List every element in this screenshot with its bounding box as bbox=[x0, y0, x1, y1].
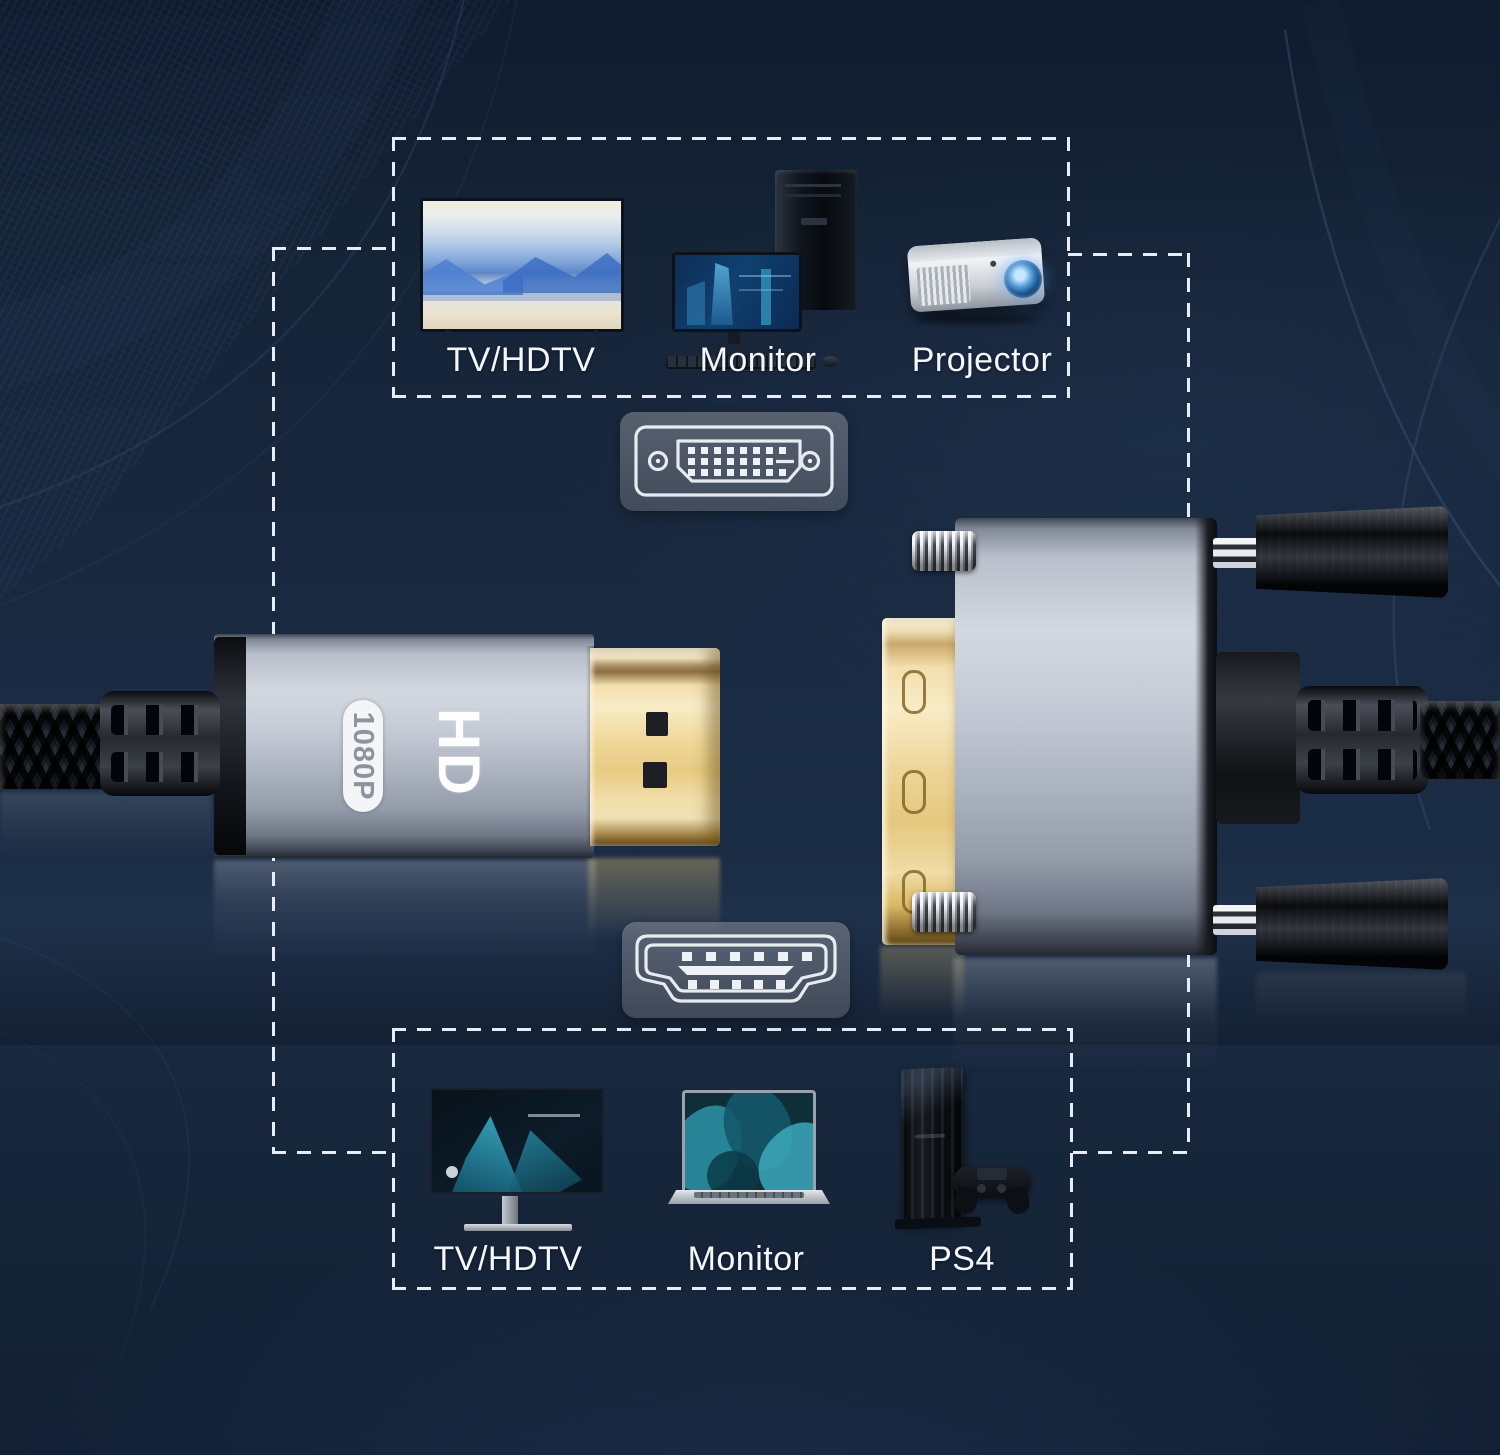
ps4-base bbox=[895, 1216, 981, 1230]
dvi-gold-tip bbox=[882, 618, 964, 945]
bottom-device-label-monitor: Monitor bbox=[687, 1240, 805, 1278]
projector-lens bbox=[1004, 260, 1042, 298]
connector-line-top-right bbox=[1068, 253, 1190, 256]
tv-stand-pole bbox=[502, 1196, 518, 1224]
cable-strain-relief-left bbox=[100, 691, 220, 796]
cable-strain-relief-right bbox=[1296, 686, 1428, 794]
top-device-label-projector: Projector bbox=[911, 341, 1053, 379]
grip-reflection bbox=[1256, 972, 1466, 1027]
braided-cable-left bbox=[0, 704, 110, 789]
ps4-controller bbox=[952, 1160, 1032, 1218]
connector-line-top-left bbox=[272, 247, 394, 250]
thumbscrew-top-left bbox=[912, 531, 976, 571]
hd-logo: HD bbox=[426, 708, 492, 798]
dvi-port-icon bbox=[620, 412, 848, 511]
dvi-rear-block bbox=[1216, 652, 1300, 824]
dvi-connector-photo bbox=[860, 490, 1500, 980]
bottom-device-label-tv: TV/HDTV bbox=[433, 1240, 583, 1278]
braided-cable-right bbox=[1420, 701, 1500, 779]
thumbscrew-grip-top-right bbox=[1256, 506, 1448, 598]
screw-shaft-top-right bbox=[1213, 538, 1263, 568]
ps4-console-icon bbox=[895, 1066, 1045, 1236]
hdmi-port-icon bbox=[622, 922, 850, 1018]
tv-icon bbox=[420, 198, 624, 348]
thumbscrew-grip-bottom-right bbox=[1256, 878, 1448, 970]
dvi-connector-body bbox=[955, 518, 1217, 955]
screw-shaft-bottom-right bbox=[1213, 905, 1263, 935]
top-device-label-monitor: Monitor bbox=[699, 341, 817, 379]
tv-monitor-icon bbox=[430, 1088, 610, 1231]
top-device-label-tv: TV/HDTV bbox=[446, 341, 596, 379]
hdmi-connector-photo: 1080P HD bbox=[0, 600, 760, 880]
tv-stand-base bbox=[464, 1224, 572, 1231]
hdmi-gold-tip bbox=[590, 648, 720, 846]
thumbscrew-bottom-left bbox=[912, 892, 976, 932]
resolution-badge: 1080P bbox=[343, 700, 383, 812]
laptop-keyboard bbox=[694, 1192, 804, 1198]
bottom-device-label-ps4: PS4 bbox=[929, 1240, 995, 1278]
connector-line-bottom-right bbox=[1073, 1151, 1190, 1154]
hdmi-connector-body bbox=[214, 634, 594, 858]
projector-icon bbox=[905, 232, 1050, 332]
laptop-icon bbox=[668, 1090, 830, 1210]
connector-line-bottom-left bbox=[272, 1151, 394, 1154]
desktop-computer-icon bbox=[664, 168, 864, 369]
